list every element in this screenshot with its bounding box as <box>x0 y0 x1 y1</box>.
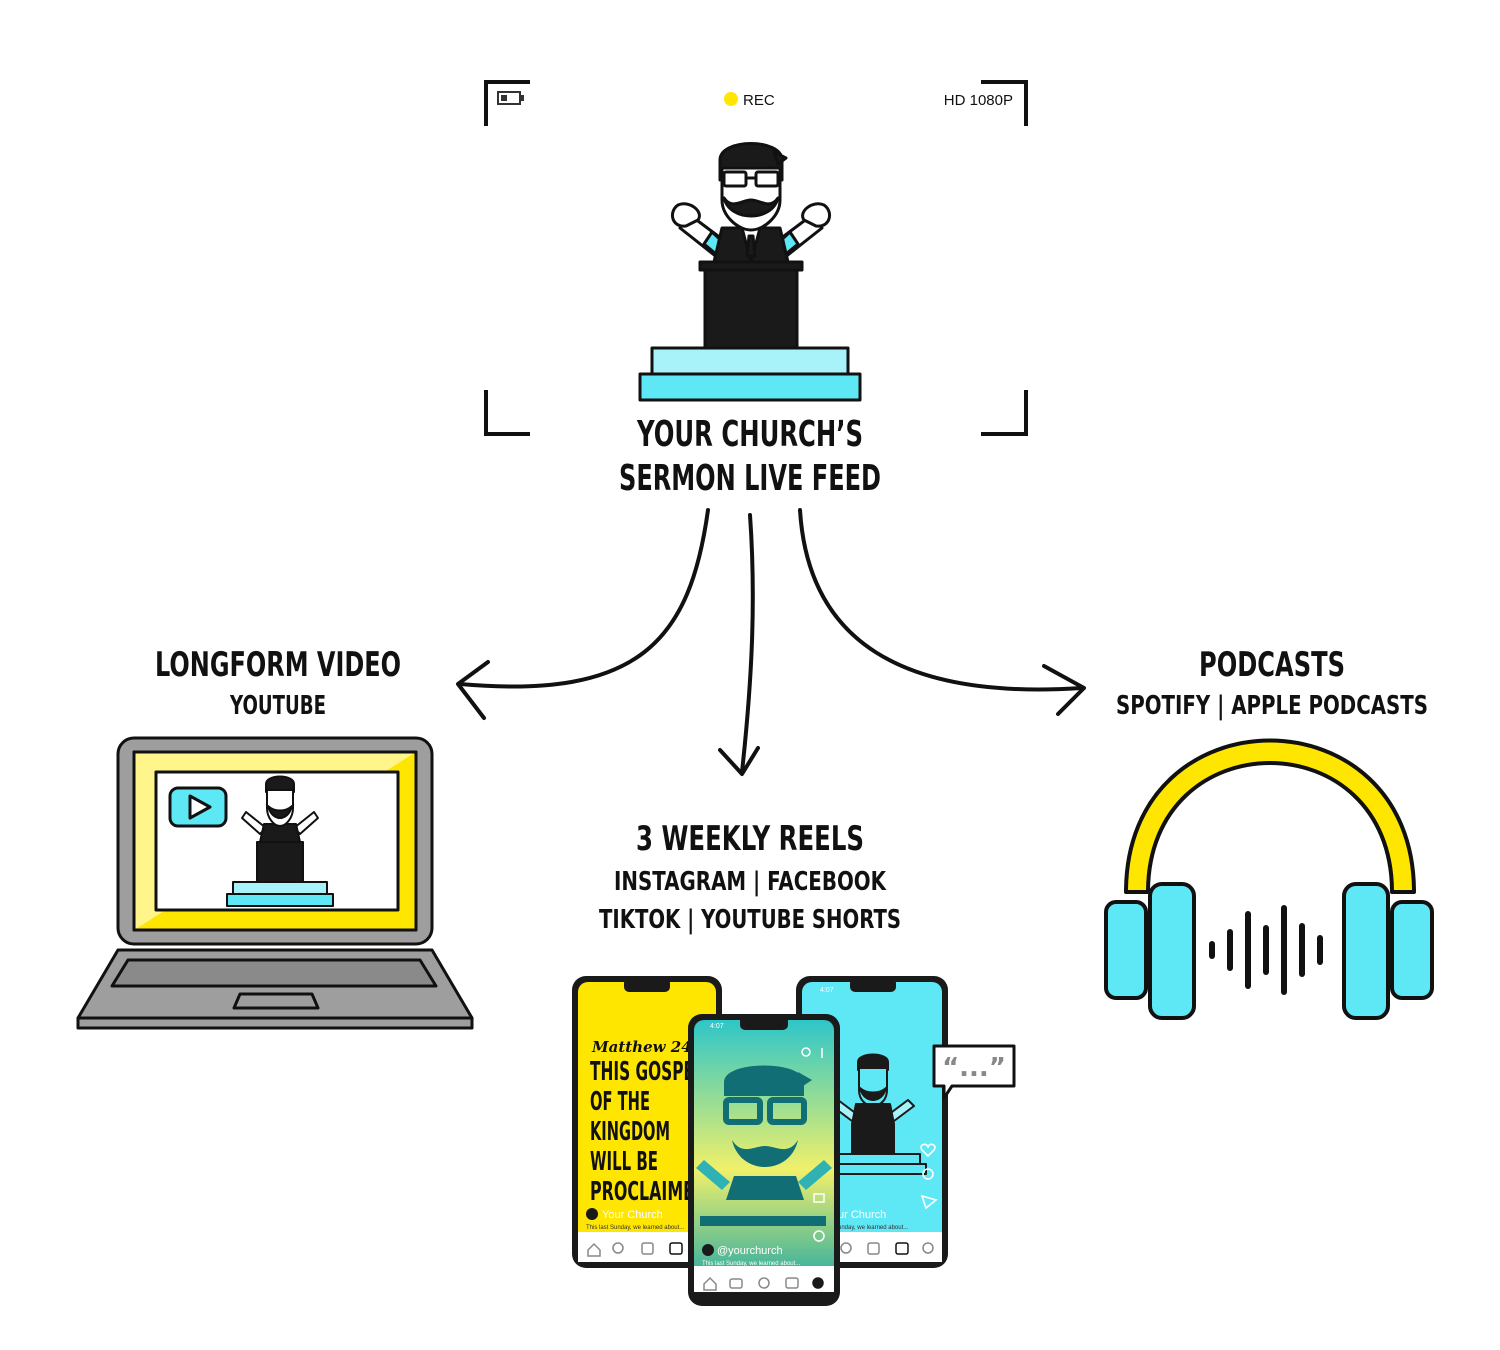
church-avatar-icon <box>586 1208 598 1220</box>
rec-dot-icon <box>724 92 738 106</box>
laptop-illustration <box>76 736 474 1030</box>
verse-line: PROCLAIME <box>590 1177 694 1207</box>
right-time: 4:07 <box>820 987 834 994</box>
audio-wave-icon <box>1209 905 1323 995</box>
arrow-to-longform <box>458 508 710 689</box>
source-title-line2: SERMON LIVE FEED <box>619 458 881 499</box>
center-caption: This last Sunday, we learned about... <box>702 1261 801 1267</box>
camera-frame <box>484 80 1028 436</box>
battery-icon <box>497 91 524 105</box>
center-time: 4:07 <box>710 1023 724 1030</box>
reels-title: 3 WEEKLY REELS <box>636 819 864 859</box>
quality-label: HD 1080P <box>944 92 1013 109</box>
reels-platforms-line2: TIKTOK | YOUTUBE SHORTS <box>599 905 901 935</box>
right-action-icons <box>920 1143 938 1210</box>
verse-line: WILL BE <box>590 1147 658 1177</box>
left-account-name: Your Church <box>602 1209 663 1221</box>
center-avatar-icon <box>702 1244 714 1256</box>
center-action-icons <box>801 1047 825 1242</box>
flow-arrows <box>456 508 1086 776</box>
source-title-line1: YOUR CHURCH’S <box>636 414 863 455</box>
headphones-illustration <box>1104 738 1434 1020</box>
right-account-name: ur Church <box>838 1209 886 1221</box>
verse-line: THIS GOSPE <box>590 1057 694 1087</box>
scripture-ref: Matthew 24:14 <box>591 1038 718 1056</box>
podcasts-title: PODCASTS <box>1199 645 1345 685</box>
arrow-to-podcasts <box>798 508 1084 692</box>
verse-lines: THIS GOSPE OF THE KINGDOM WILL BE PROCLA… <box>590 1057 694 1207</box>
longform-platforms: YOUTUBE <box>229 691 326 721</box>
phone-center: 4:07 @yourchurch This last Sunday, we le… <box>688 1014 840 1306</box>
center-nav-icons <box>703 1276 824 1291</box>
left-caption: This last Sunday, we learned about... <box>586 1225 685 1231</box>
verse-line: OF THE <box>590 1087 650 1117</box>
reels-platforms-line1: INSTAGRAM | FACEBOOK <box>614 867 887 897</box>
right-nav-icons <box>840 1242 934 1255</box>
preacher-illustration <box>638 142 862 402</box>
phone-left: Matthew 24:14 THIS GOSPE OF THE KINGDOM … <box>572 976 722 1268</box>
rec-label: REC <box>743 92 775 109</box>
verse-line: KINGDOM <box>590 1117 670 1147</box>
right-caption: unday, we learned about... <box>838 1225 909 1231</box>
left-nav-icons <box>587 1242 683 1257</box>
center-handle: @yourchurch <box>717 1245 783 1257</box>
speech-bubble: “...” <box>932 1044 1016 1100</box>
podcasts-platforms: SPOTIFY | APPLE PODCASTS <box>1116 691 1428 721</box>
longform-title: LONGFORM VIDEO <box>155 645 401 685</box>
arrow-to-reels <box>740 513 755 774</box>
speech-bubble-text: “...” <box>942 1053 1006 1083</box>
